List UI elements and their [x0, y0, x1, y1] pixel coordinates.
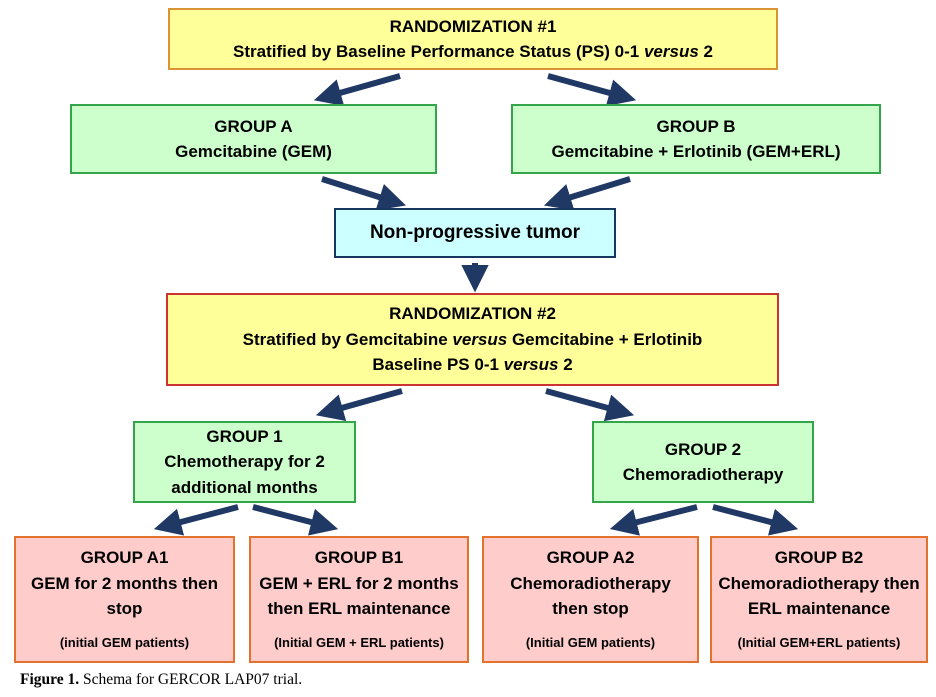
- group-b2-treatment: Chemoradiotherapy then ERL maintenance: [718, 573, 920, 619]
- arrow-rand1-to-group-a: [313, 73, 401, 107]
- box-non-progressive-tumor: Non-progressive tumor: [334, 208, 616, 258]
- arrow-rand2-to-group-1: [315, 388, 403, 422]
- group-a2-title: GROUP A2: [546, 548, 635, 567]
- figure-caption: Figure 1. Schema for GERCOR LAP07 trial.: [20, 671, 302, 689]
- group-a2-treatment: Chemoradiotherapy then stop: [510, 573, 671, 619]
- arrow-rand1-to-group-b: [547, 73, 637, 107]
- arrow-group-2-to-a2: [609, 504, 698, 536]
- arrow-group-1-to-a1: [153, 504, 239, 536]
- group-1-title: GROUP 1: [206, 426, 283, 446]
- box-group-a1: GROUP A1 GEM for 2 months then stop (ini…: [14, 536, 235, 663]
- box-group-a2: GROUP A2 Chemoradiotherapy then stop (In…: [482, 536, 699, 663]
- group-b2-title: GROUP B2: [774, 548, 864, 567]
- randomization-1-title: RANDOMIZATION #1: [389, 16, 557, 36]
- box-randomization-2: RANDOMIZATION #2 Stratified by Gemcitabi…: [166, 293, 779, 386]
- group-b1-treatment: GEM + ERL for 2 months then ERL maintena…: [259, 573, 459, 619]
- group-a-treatment: Gemcitabine (GEM): [175, 142, 332, 161]
- group-a-title: GROUP A: [214, 116, 293, 136]
- randomization-2-stratification-1: Stratified by Gemcitabine versus Gemcita…: [242, 329, 703, 349]
- non-progressive-tumor-label: Non-progressive tumor: [369, 221, 581, 243]
- box-group-b1: GROUP B1 GEM + ERL for 2 months then ERL…: [249, 536, 469, 663]
- group-b1-note: (Initial GEM + ERL patients): [274, 635, 444, 651]
- box-group-b2: GROUP B2 Chemoradiotherapy then ERL main…: [710, 536, 928, 663]
- arrow-group-a-to-tumor: [321, 176, 407, 211]
- group-a2-note: (Initial GEM patients): [525, 635, 656, 651]
- group-2-title: GROUP 2: [664, 439, 742, 459]
- group-b2-note: (Initial GEM+ERL patients): [737, 635, 901, 651]
- box-group-1: GROUP 1 Chemotherapy for 2 additional mo…: [133, 421, 356, 503]
- box-group-2: GROUP 2 Chemoradiotherapy: [592, 421, 814, 503]
- group-a1-treatment: GEM for 2 months then stop: [31, 573, 218, 619]
- arrow-group-2-to-b2: [712, 504, 799, 536]
- group-2-treatment: Chemoradiotherapy: [622, 465, 784, 484]
- box-group-b: GROUP B Gemcitabine + Erlotinib (GEM+ERL…: [511, 104, 881, 174]
- group-1-treatment: Chemotherapy for 2 additional months: [164, 452, 325, 497]
- group-b-treatment: Gemcitabine + Erlotinib (GEM+ERL): [551, 142, 841, 161]
- randomization-2-stratification-2: Baseline PS 0-1 versus 2: [372, 355, 573, 375]
- group-a1-title: GROUP A1: [80, 548, 169, 567]
- arrow-group-1-to-b1: [252, 504, 339, 536]
- randomization-2-title: RANDOMIZATION #2: [389, 304, 556, 324]
- box-group-a: GROUP A Gemcitabine (GEM): [70, 104, 437, 174]
- arrow-group-b-to-tumor: [543, 176, 631, 211]
- group-b-title: GROUP B: [656, 116, 736, 136]
- box-randomization-1: RANDOMIZATION #1 Stratified by Baseline …: [168, 8, 778, 70]
- figure-caption-text: Schema for GERCOR LAP07 trial.: [79, 671, 303, 688]
- arrow-rand2-to-group-2: [545, 388, 635, 422]
- randomization-1-stratification: Stratified by Baseline Performance Statu…: [233, 42, 713, 61]
- group-b1-title: GROUP B1: [314, 548, 404, 567]
- group-a1-note: (initial GEM patients): [59, 635, 190, 651]
- figure-caption-label: Figure 1.: [20, 671, 80, 688]
